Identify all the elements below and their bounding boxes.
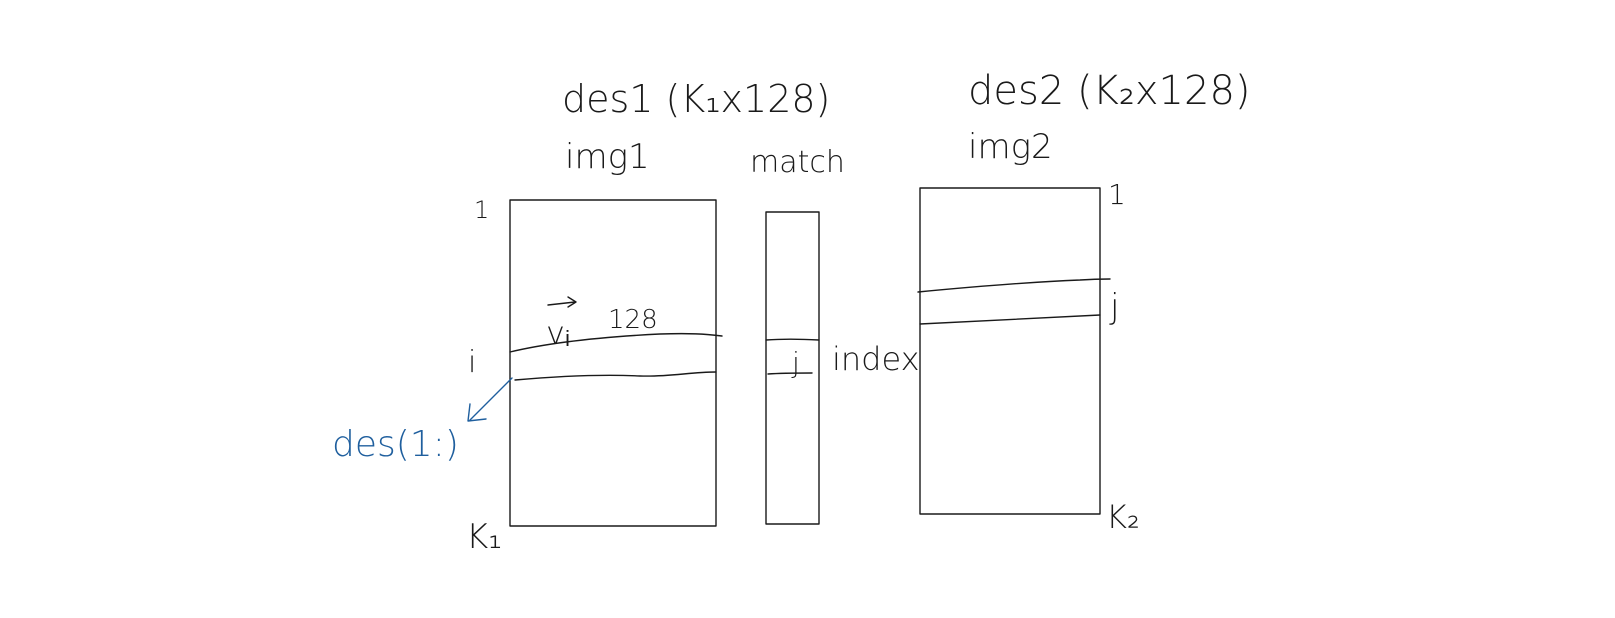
img1-matrix [509, 199, 717, 527]
annotation-arrowhead-icon [467, 403, 487, 422]
img2-row-k2-label: K₂ [1106, 498, 1140, 536]
img2-matrix [919, 187, 1101, 515]
vector-length-label: 128 [608, 305, 658, 335]
img2-block: des2 (K₂x128) img2 1 j K₂ [917, 68, 1251, 536]
match-index-label: index [832, 340, 920, 378]
vector-label: vᵢ [546, 314, 570, 352]
row-extraction-annotation: des(1:) [332, 377, 513, 465]
img2-row-j-label: j [1109, 287, 1119, 327]
match-entry-bottom-line [767, 372, 813, 375]
img1-row-i-bottom-line [514, 371, 717, 381]
vector-arrow-icon [547, 296, 577, 308]
match-block: match j index [750, 145, 920, 525]
img1-name: img1 [565, 137, 650, 177]
img1-row-i-label: i [468, 345, 476, 380]
match-entry-label: j [791, 346, 800, 379]
img1-row-k1-label: K₁ [466, 517, 502, 557]
match-vector [765, 211, 820, 525]
match-title: match [750, 145, 845, 180]
img2-row-1-label: 1 [1108, 178, 1126, 211]
img1-block: des1 (K₁x128) img1 vᵢ 128 1 i K₁ [466, 77, 830, 557]
annotation-label: des(1:) [332, 424, 459, 465]
img1-title: des1 (K₁x128) [562, 77, 830, 121]
img1-row-i-top-line [509, 332, 723, 353]
img2-name: img2 [968, 127, 1053, 167]
img2-title: des2 (K₂x128) [968, 68, 1251, 114]
match-entry-top-line [765, 338, 820, 341]
img1-row-1-label: 1 [474, 196, 489, 224]
img2-row-j-top-line [917, 278, 1111, 293]
annotation-arrow-shaft [469, 377, 513, 421]
img2-row-j-bottom-line [919, 314, 1101, 325]
